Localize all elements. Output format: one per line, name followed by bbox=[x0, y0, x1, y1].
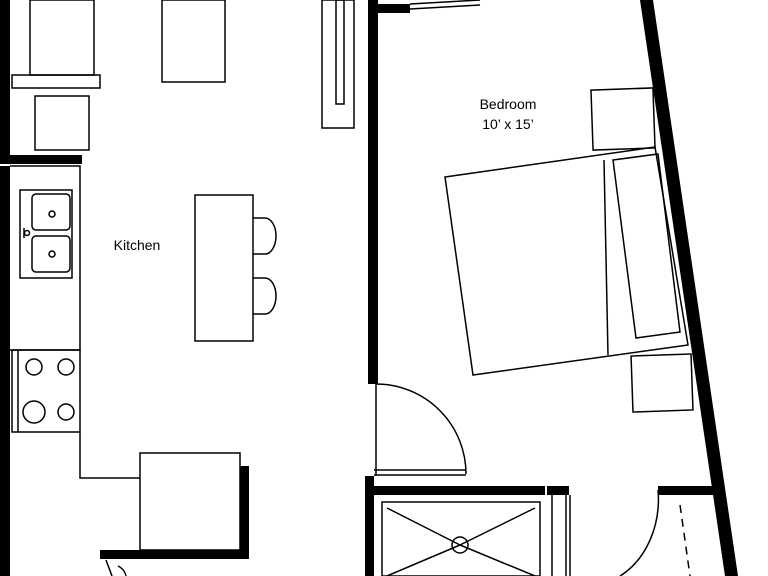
stove bbox=[11, 349, 81, 433]
faucet-icon bbox=[23, 229, 31, 237]
sink-basin-bottom bbox=[31, 235, 71, 273]
bedroom-label: Bedroom bbox=[480, 96, 537, 112]
bath-top-wall bbox=[365, 486, 545, 495]
bedroom-door bbox=[374, 383, 467, 476]
pantry-cabinet bbox=[161, 0, 226, 83]
bed bbox=[444, 146, 689, 376]
nightstand-bottom bbox=[630, 353, 694, 413]
walls bbox=[0, 0, 738, 576]
bath-wall-panel bbox=[551, 495, 571, 576]
refrigerator bbox=[11, 0, 101, 89]
center-top-wall-stub bbox=[378, 4, 410, 13]
lower-counter bbox=[79, 432, 241, 551]
left-exterior-wall-upper bbox=[0, 0, 10, 158]
closet-top-wall bbox=[658, 486, 718, 495]
shower-drain-icon bbox=[451, 536, 469, 554]
bedroom-dimensions: 10’ x 15’ bbox=[482, 116, 534, 132]
burner-icon bbox=[57, 403, 75, 421]
pillow-icon bbox=[612, 153, 681, 339]
kitchen-lower-right-wall bbox=[240, 466, 249, 558]
bath-divider-wall bbox=[547, 486, 569, 495]
shower bbox=[381, 501, 541, 576]
upper-cabinet bbox=[34, 95, 90, 151]
burner-icon bbox=[22, 400, 46, 424]
closet-door bbox=[619, 489, 691, 576]
stool-icon bbox=[253, 277, 277, 315]
burner-icon bbox=[57, 358, 75, 376]
kitchen-door-fragment bbox=[105, 559, 127, 576]
bath-left-wall bbox=[365, 476, 374, 576]
kitchen-label: Kitchen bbox=[114, 237, 161, 253]
nightstand-top bbox=[590, 87, 656, 151]
kitchen-bottom-wall bbox=[100, 550, 249, 559]
kitchen-upper-divider-wall bbox=[0, 155, 82, 164]
center-partition-wall bbox=[368, 0, 378, 384]
left-exterior-wall-lower bbox=[0, 166, 10, 576]
right-exterior-wall bbox=[640, 0, 738, 576]
stool-icon bbox=[253, 217, 277, 255]
kitchen-island bbox=[194, 194, 277, 342]
top-window bbox=[409, 0, 481, 10]
kitchen-sink bbox=[19, 189, 73, 279]
tall-shelf bbox=[321, 0, 355, 129]
sink-basin-top bbox=[31, 193, 71, 231]
burner-icon bbox=[25, 358, 43, 376]
